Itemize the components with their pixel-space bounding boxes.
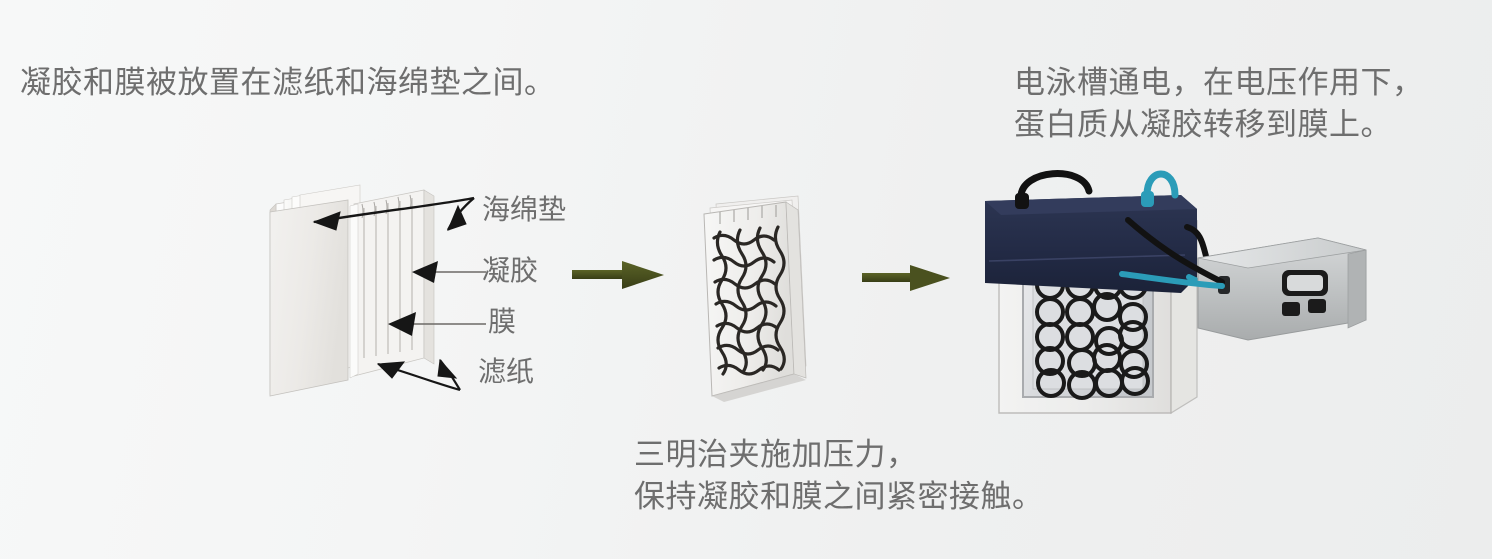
power-supply-button-left[interactable] xyxy=(1282,302,1300,316)
caption-middle-text: 三明治夹施加压力， 保持凝胶和膜之间紧密接触。 xyxy=(634,437,1044,514)
label-sponge-pad: 海绵垫 xyxy=(482,194,567,225)
callout-arrow-gel xyxy=(412,261,486,283)
power-supply-display xyxy=(1282,270,1328,296)
label-gel: 凝胶 xyxy=(482,255,539,286)
callout-arrow-membrane xyxy=(388,312,486,336)
callout-arrow-sponge xyxy=(312,196,475,231)
headline-left-text: 凝胶和膜被放置在滤纸和海绵垫之间。 xyxy=(20,65,556,100)
label-membrane: 膜 xyxy=(488,306,517,337)
headline-right-text: 电泳槽通电，在电压作用下， 蛋白质从凝胶转移到膜上。 xyxy=(1014,65,1424,142)
flow-arrow-1-icon xyxy=(572,258,664,292)
electrode-jack-teal xyxy=(1141,191,1154,207)
tank-lid xyxy=(985,195,1197,293)
electrode-cable-teal xyxy=(1143,170,1179,199)
power-supply-unit-illustration xyxy=(1119,217,1380,353)
electrophoresis-tank-illustration xyxy=(975,165,1238,430)
label-filter-paper: 滤纸 xyxy=(478,356,535,387)
flow-arrow-2-icon xyxy=(862,262,950,294)
power-supply-button-right[interactable] xyxy=(1308,299,1326,313)
stack-front-plate xyxy=(269,199,349,397)
power-supply-cables xyxy=(1119,217,1225,289)
stack-cassette-right xyxy=(353,189,435,377)
gel-holder-cassette-illustration xyxy=(690,190,850,410)
transfer-sandwich-stack-illustration xyxy=(262,182,492,402)
cassette-lattice-mesh xyxy=(712,225,786,376)
stack-layer-filter-paper-front xyxy=(349,203,359,379)
electrode-jack-black xyxy=(1015,193,1029,209)
electrode-cable-black xyxy=(1017,170,1093,201)
callout-arrow-filter-paper xyxy=(376,358,461,392)
